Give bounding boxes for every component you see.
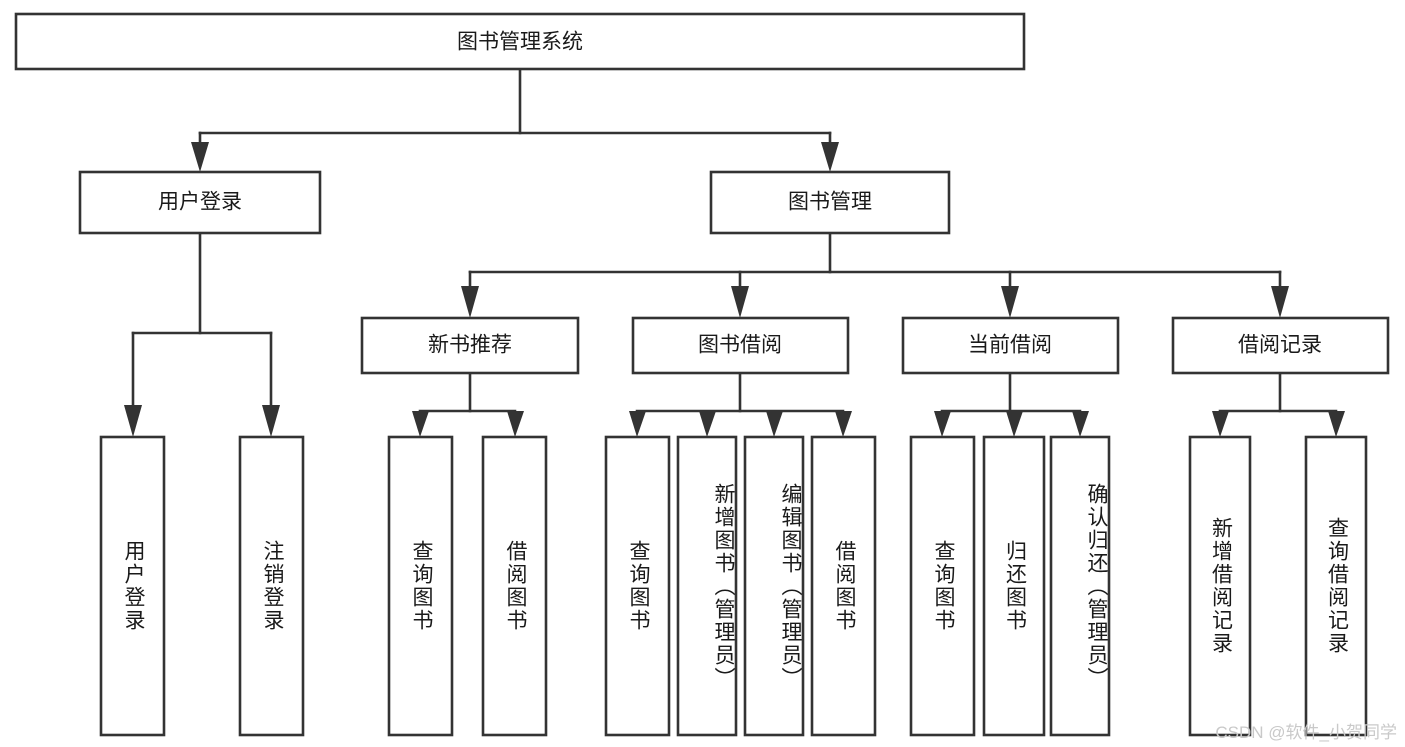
node-book-management[interactable]: 图书管理 (709, 170, 951, 235)
connector-group-new-book-rec (412, 371, 524, 437)
node-root-system-box[interactable] (14, 12, 1026, 71)
leaf-box-borrow-book-bb[interactable] (810, 435, 877, 737)
connector-group-current-borrow (934, 371, 1089, 437)
node-root-system-label: 图书管理系统 (457, 31, 583, 54)
node-root-system[interactable]: 图书管理系统 (14, 12, 1026, 71)
arrow-head-leaf-user-login (124, 405, 142, 437)
arrow-head-cb-leaf-1 (934, 411, 951, 437)
node-current-borrow-label: 当前借阅 (968, 334, 1052, 357)
node-current-borrow-box[interactable] (901, 316, 1120, 375)
node-new-book-recommend-label: 新书推荐 (428, 334, 512, 357)
leaf-box-add-book-admin[interactable] (676, 435, 738, 737)
arrow-head-cb-leaf-2 (1006, 411, 1023, 437)
arrow-head-bb-leaf-4 (835, 411, 852, 437)
leaf-box-logout[interactable] (238, 435, 305, 737)
arrow-head-br-leaf-2 (1328, 411, 1345, 437)
node-user-login-label: 用户登录 (158, 191, 242, 214)
node-new-book-recommend[interactable]: 新书推荐 (360, 316, 580, 375)
connector-group-borrow-record (1212, 371, 1345, 437)
node-borrow-record-box[interactable] (1171, 316, 1390, 375)
arrow-head-user-login (191, 142, 209, 172)
arrow-head-book-borrow (731, 286, 749, 318)
arrow-head-new-book-rec (461, 286, 479, 318)
arrow-head-nbr-leaf-1 (412, 411, 429, 437)
node-current-borrow[interactable]: 当前借阅 (901, 316, 1120, 375)
connector-group-book-borrow (629, 371, 852, 437)
node-user-login-box[interactable] (78, 170, 322, 235)
node-new-book-recommend-box[interactable] (360, 316, 580, 375)
leaf-box-edit-book-admin[interactable] (743, 435, 805, 737)
node-book-borrow-label: 图书借阅 (698, 334, 782, 357)
arrow-head-br-leaf-1 (1212, 411, 1229, 437)
node-book-borrow[interactable]: 图书借阅 (631, 316, 850, 375)
node-book-management-label: 图书管理 (788, 191, 872, 214)
arrow-head-bb-leaf-2 (699, 411, 716, 437)
leaf-box-query-book-bb[interactable] (604, 435, 671, 737)
connector-group-root (191, 67, 839, 172)
arrow-head-bb-leaf-3 (766, 411, 783, 437)
leaf-box-borrow-book-nbr[interactable] (481, 435, 548, 737)
leaf-box-query-book-nbr[interactable] (387, 435, 454, 737)
csdn-watermark: CSDN @软件_小贺同学 (1215, 723, 1397, 742)
node-book-management-box[interactable] (709, 170, 951, 235)
arrow-head-leaf-logout (262, 405, 280, 437)
arrow-head-book-mgmt (821, 142, 839, 172)
leaf-box-return-book[interactable] (982, 435, 1046, 737)
node-user-login[interactable]: 用户登录 (78, 170, 322, 235)
arrow-head-current-borrow (1001, 286, 1019, 318)
node-borrow-record-label: 借阅记录 (1238, 334, 1322, 357)
leaf-box-confirm-return-admin[interactable] (1049, 435, 1111, 737)
arrow-head-bb-leaf-1 (629, 411, 646, 437)
leaf-box-query-book-cb[interactable] (909, 435, 976, 737)
arrow-head-nbr-leaf-2 (507, 411, 524, 437)
leaf-box-user-login[interactable] (99, 435, 166, 737)
connector-group-user-login (124, 231, 280, 437)
leaf-box-add-borrow-record[interactable] (1188, 435, 1252, 737)
node-book-borrow-box[interactable] (631, 316, 850, 375)
leaf-box-query-borrow-record[interactable] (1304, 435, 1368, 737)
connector-group-book-mgmt (461, 231, 1289, 318)
arrow-head-cb-leaf-3 (1072, 411, 1089, 437)
arrow-head-borrow-record (1271, 286, 1289, 318)
node-borrow-record[interactable]: 借阅记录 (1171, 316, 1390, 375)
